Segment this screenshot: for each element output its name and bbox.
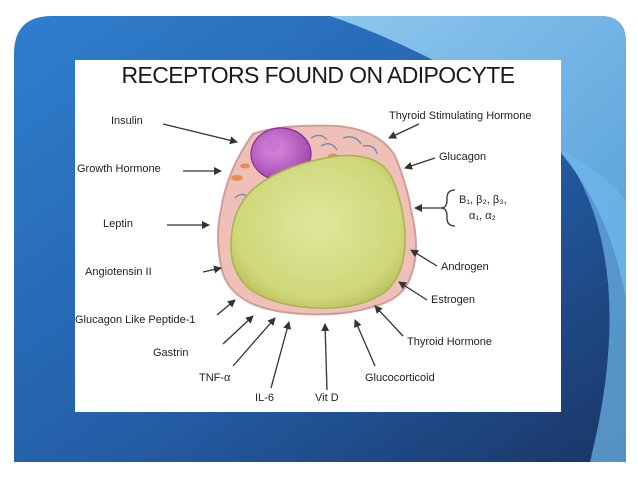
label-insulin: Insulin [111, 115, 143, 127]
label-angiotensin: Angiotensin II [85, 266, 152, 278]
slide-accent-swoosh [562, 150, 626, 462]
label-thyroid-hormone: Thyroid Hormone [407, 336, 492, 348]
arrow-estrogen [398, 281, 428, 301]
adrenergic-bracket [440, 189, 456, 227]
label-adrenergic-line1: B₁, β₂, β₃, [459, 194, 507, 206]
arrow-gastrin [222, 315, 254, 345]
label-il6: IL-6 [255, 392, 274, 404]
label-androgen: Androgen [441, 261, 489, 273]
nucleolus [266, 139, 280, 153]
label-growth-hormone: Growth Hormone [77, 163, 161, 175]
label-tsh: Thyroid Stimulating Hormone [389, 110, 532, 122]
arrow-vitd [321, 323, 330, 391]
lipid-droplet [230, 154, 406, 309]
receptor-arrows [162, 123, 443, 391]
arrow-glp1 [216, 299, 236, 316]
arrow-angiotensin [202, 265, 222, 274]
label-adrenergic-line2: α₁, α₂ [469, 210, 496, 222]
adipocyte-diagram [162, 123, 456, 391]
arrow-il6 [270, 321, 292, 389]
diagram-title: RECEPTORS FOUND ON ADIPOCYTE [121, 62, 515, 88]
arrow-glucocorticoid [354, 319, 376, 367]
label-leptin: Leptin [103, 218, 133, 230]
diagram-panel: RECEPTORS FOUND ON ADIPOCYTE Insulin Gro… [75, 60, 561, 412]
arrow-glucagon [404, 157, 436, 170]
arrow-tnf [232, 317, 276, 367]
arrow-tsh [388, 123, 420, 139]
label-estrogen: Estrogen [431, 294, 476, 306]
label-gastrin: Gastrin [153, 347, 189, 359]
label-glucocorticoid: Glucocorticoid [365, 372, 435, 384]
label-glp1: Glucagon Like Peptide-1 [75, 314, 196, 326]
arrow-insulin [162, 123, 238, 145]
label-tnf: TNF-α [199, 372, 231, 384]
label-vitd: Vit D [315, 392, 339, 404]
label-glucagon: Glucagon [439, 151, 487, 163]
arrow-androgen [410, 249, 438, 267]
arrow-thyroid-hormone [374, 305, 404, 337]
